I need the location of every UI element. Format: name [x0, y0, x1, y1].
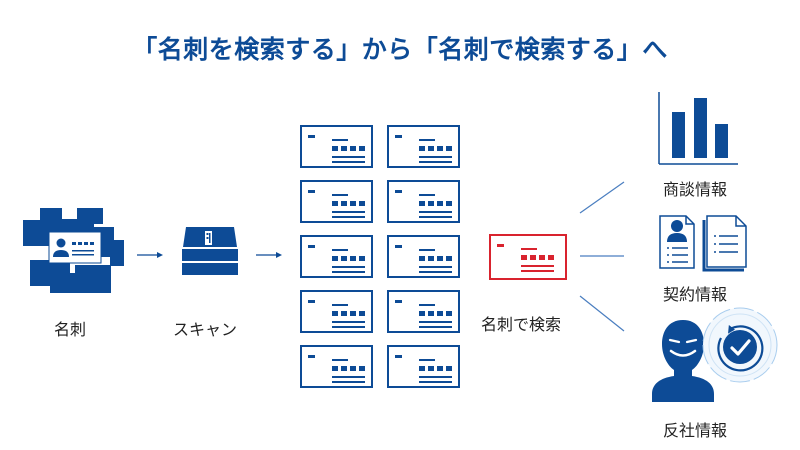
bar-chart-icon: [658, 92, 738, 165]
scanned-business-card: [300, 235, 373, 278]
step-label-business-cards: 名刺: [54, 320, 87, 339]
anti-social-person-icon: [652, 320, 714, 402]
scanned-business-card: [387, 125, 460, 168]
contract-documents-icon: [659, 215, 747, 272]
arrow-right-icon: [137, 252, 163, 258]
search-business-card-icon: [489, 234, 567, 280]
page-title: 「名刺を検索する」から「名刺で検索する」へ: [132, 35, 668, 64]
scanned-business-card: [300, 345, 373, 388]
scanner-icon: [182, 227, 238, 275]
scanned-business-card: [387, 290, 460, 333]
scanned-business-card: [387, 235, 460, 278]
scanned-business-card: [300, 180, 373, 223]
arrow-right-icon: [256, 252, 282, 258]
step-label-scan: スキャン: [173, 320, 238, 339]
verification-check-icon: [702, 307, 778, 383]
output-label-deals: 商談情報: [663, 180, 728, 199]
connector-line-antisocial: [579, 295, 625, 332]
scanned-business-card: [387, 180, 460, 223]
business-cards-icon: [23, 208, 124, 293]
scanned-business-card: [300, 125, 373, 168]
scanned-business-card: [387, 345, 460, 388]
output-label-contracts: 契約情報: [663, 285, 728, 304]
scanned-business-card: [300, 290, 373, 333]
output-label-antisocial: 反社情報: [663, 421, 728, 440]
connector-line-deals: [579, 181, 625, 214]
step-label-search-by-card: 名刺で検索: [481, 315, 562, 334]
